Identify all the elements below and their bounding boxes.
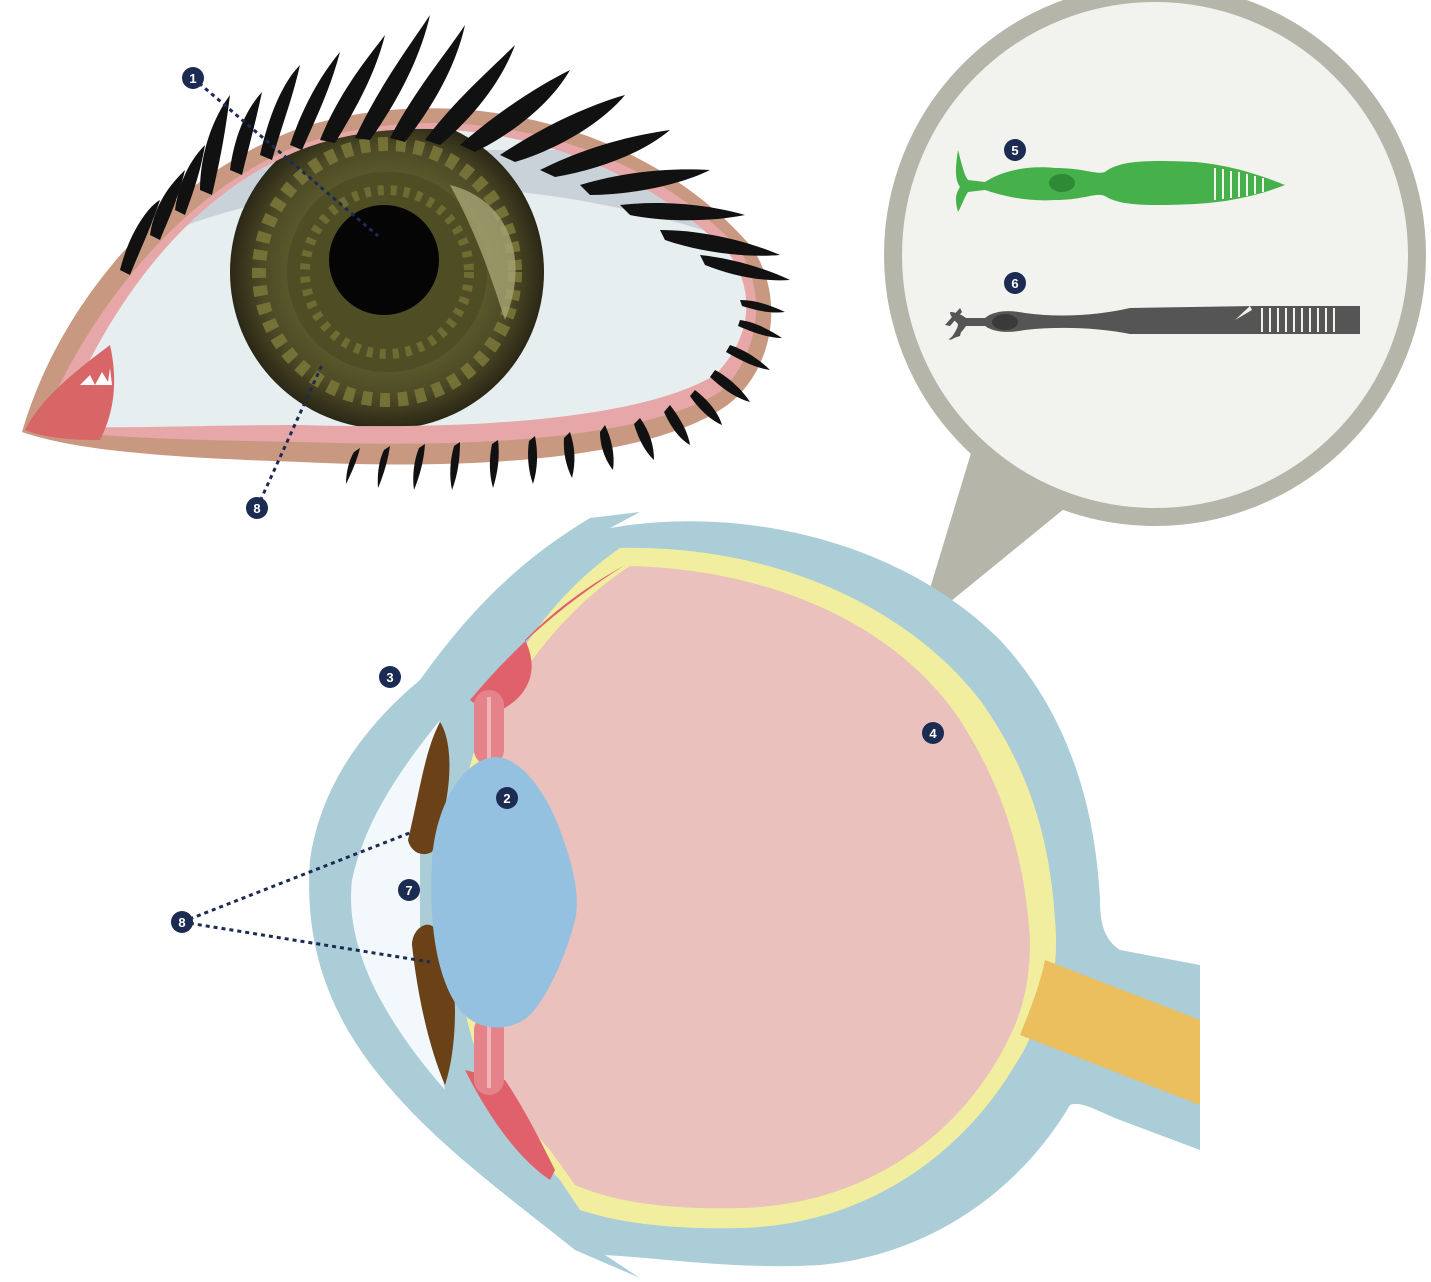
svg-text:8: 8 [253,501,260,516]
svg-text:1: 1 [189,71,196,86]
eye-cross-section [309,512,1200,1278]
svg-text:2: 2 [503,791,510,806]
svg-text:6: 6 [1011,276,1018,291]
svg-text:8: 8 [178,915,185,930]
label-iris: 8 [246,497,268,519]
pupil [329,205,439,315]
svg-text:4: 4 [929,726,937,741]
svg-text:3: 3 [386,670,393,685]
svg-text:7: 7 [405,883,412,898]
label-rod: 6 [1004,272,1026,294]
label-cornea: 3 [379,666,401,688]
svg-text:5: 5 [1011,143,1018,158]
label-cone: 5 [1004,139,1026,161]
label-iris-section: 8 [171,911,193,933]
callout-bubble [893,0,1417,517]
photoreceptor-callout [893,0,1417,628]
label-retina: 4 [922,722,944,744]
external-eye [22,15,790,490]
label-pupil: 1 [182,67,204,89]
label-aqueous: 7 [398,879,420,901]
label-lens: 2 [496,787,518,809]
